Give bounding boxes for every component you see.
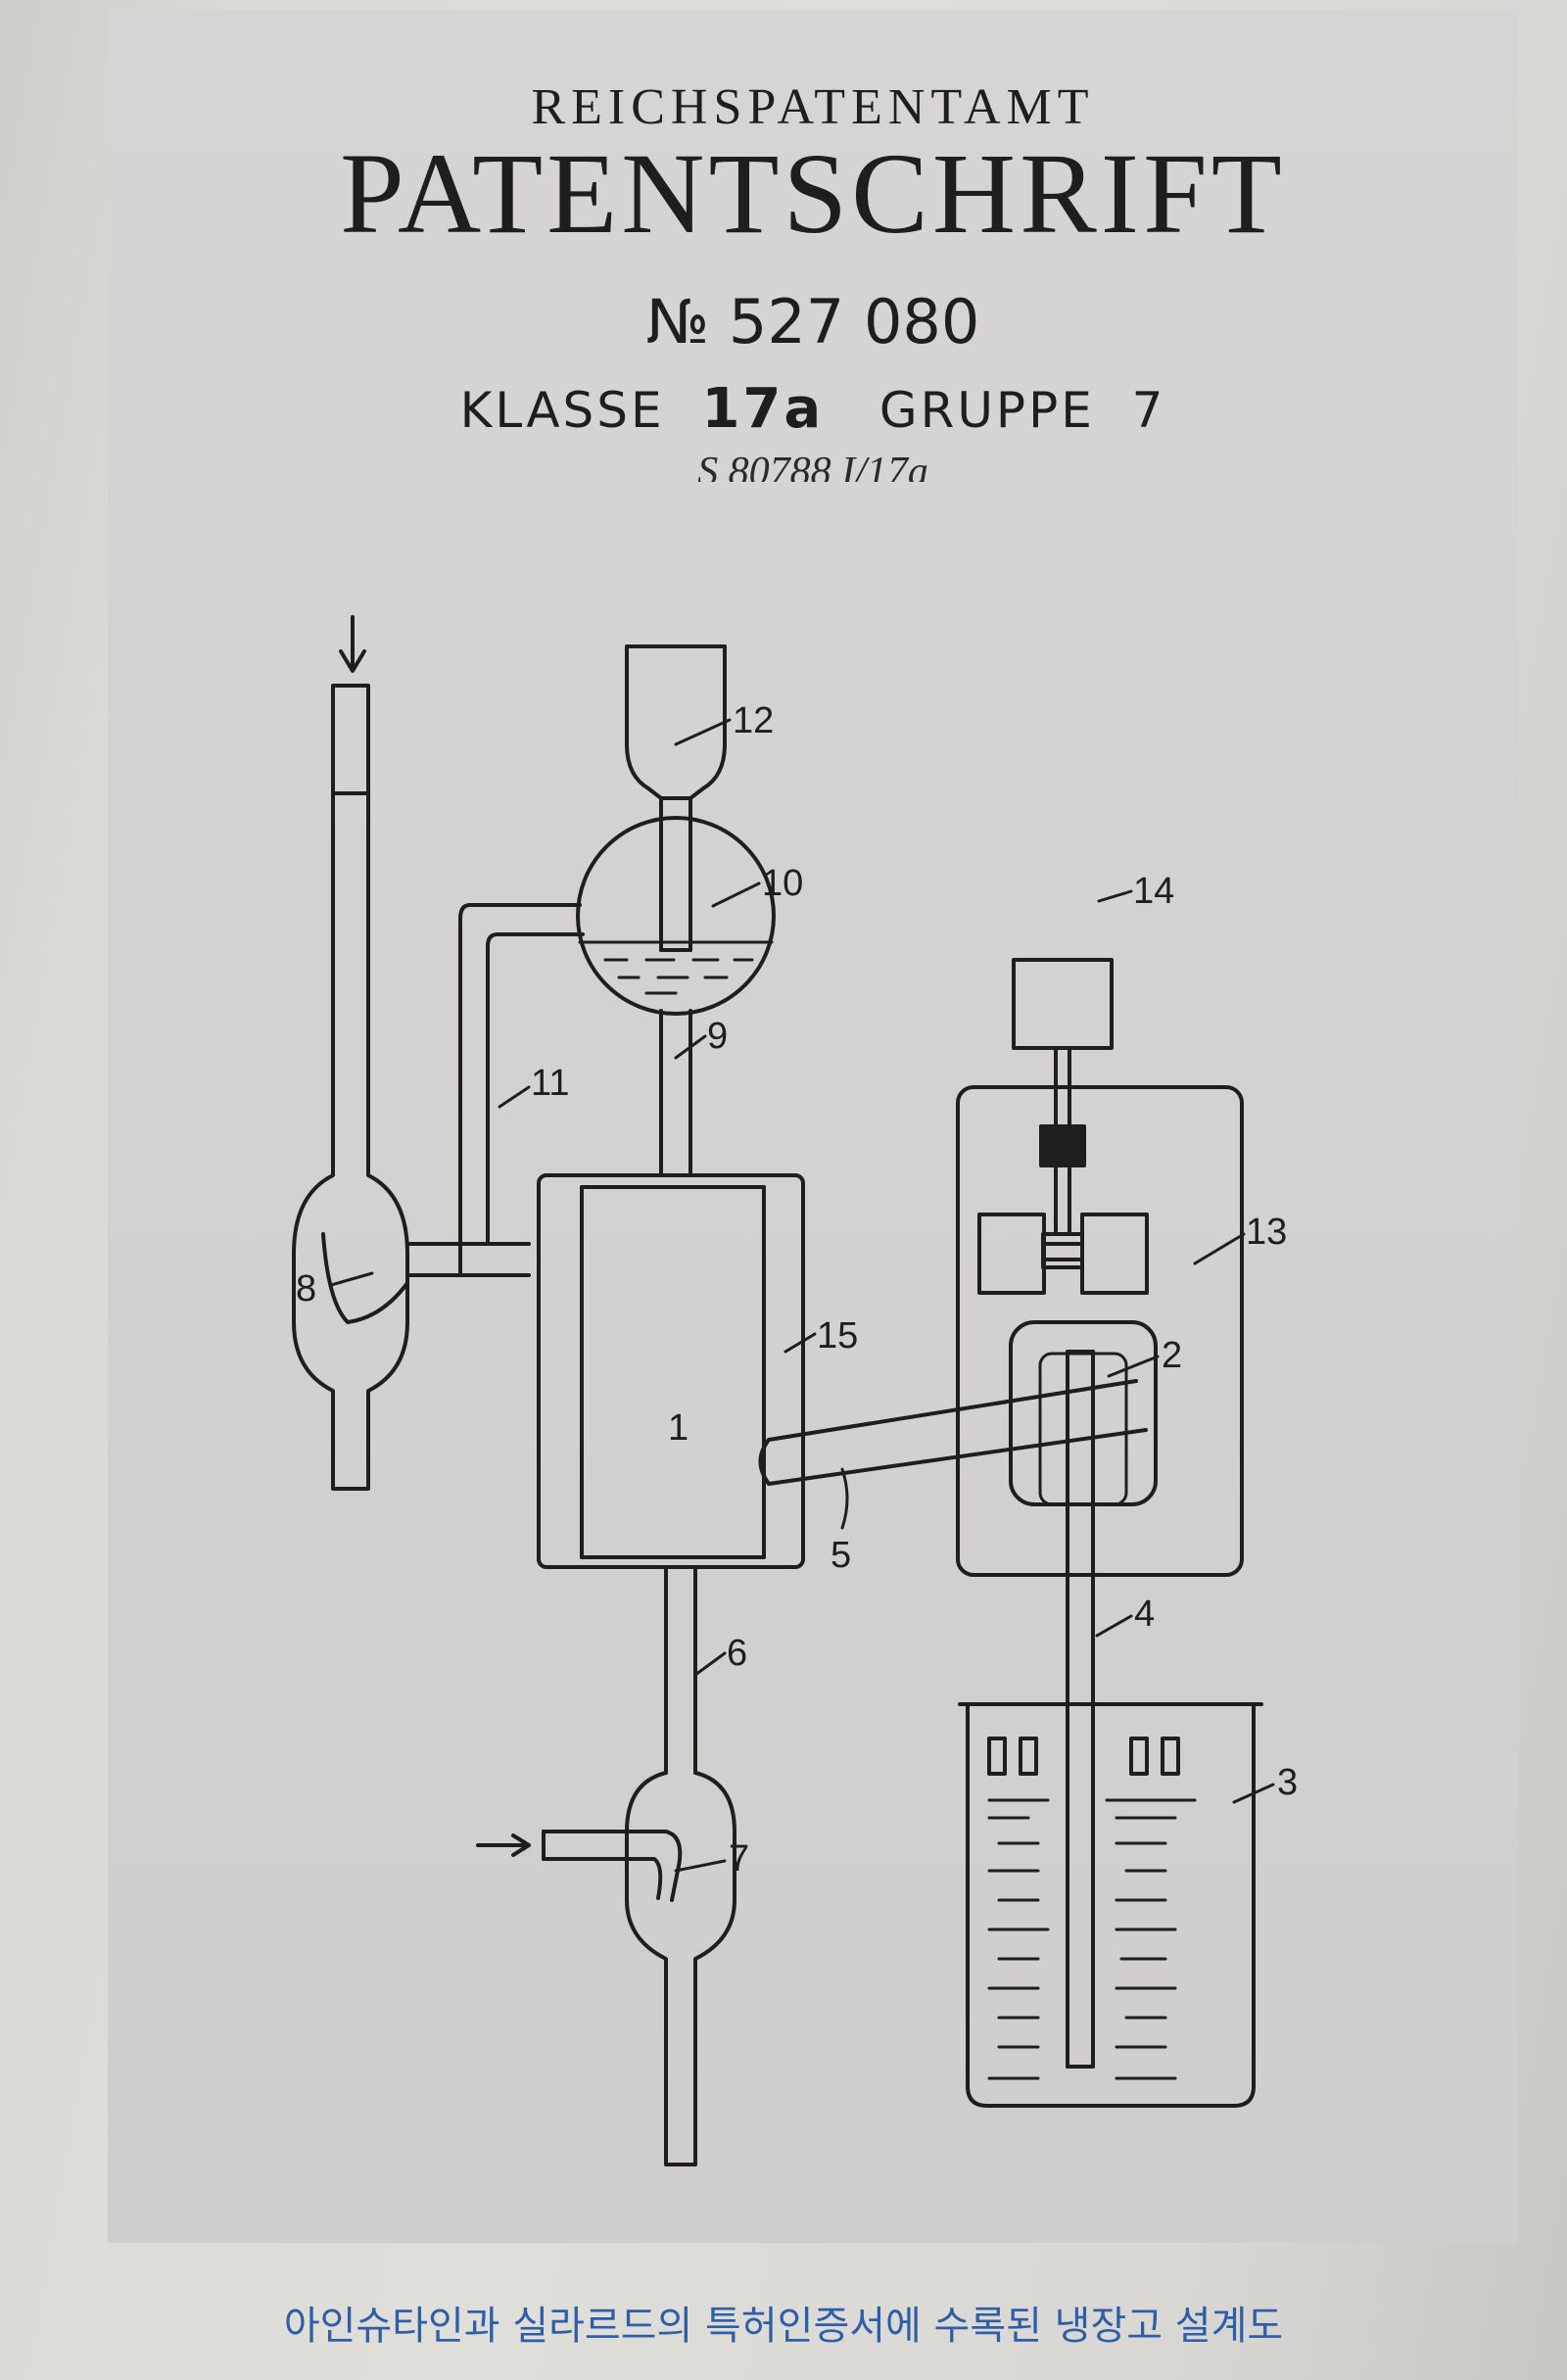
klasse-value: 17a	[701, 377, 825, 441]
bulb-10	[576, 816, 776, 1016]
label-4: 4	[1134, 1594, 1155, 1635]
vessel-1	[537, 1173, 805, 1569]
classification-line: KLASSE 17a GRUPPE 7	[108, 377, 1518, 441]
klasse-label: KLASSE	[459, 382, 665, 439]
label-11: 11	[531, 1063, 569, 1104]
vessel-8	[292, 615, 531, 1491]
tube-11	[458, 903, 585, 1277]
refrigerator-schematic: 12 10 11 9 8 15 1 14 13 2 5 4 3 6 7	[292, 615, 1298, 2166]
gruppe-value: 7	[1131, 382, 1166, 439]
housing-13	[956, 958, 1244, 1577]
patent-plate: REICHSPATENTAMT PATENTSCHRIFT № 527 080 …	[108, 10, 1518, 2243]
bath-3	[958, 1702, 1263, 2108]
label-3: 3	[1277, 1762, 1298, 1803]
label-1: 1	[668, 1407, 689, 1449]
label-8: 8	[296, 1268, 316, 1309]
label-15: 15	[817, 1315, 858, 1357]
tube-5	[758, 1379, 1148, 1486]
tube-9	[659, 1009, 692, 1177]
figure-caption: 아인슈타인과 실라르드의 특허인증서에 수록된 냉장고 설계도	[283, 2304, 1284, 2349]
drain-6-7	[476, 1565, 736, 2166]
label-6: 6	[727, 1633, 747, 1674]
leader-lines	[329, 718, 1275, 1873]
gruppe-label: GRUPPE	[878, 382, 1095, 439]
patent-office-title: REICHSPATENTAMT	[531, 79, 1095, 135]
label-2: 2	[1162, 1335, 1182, 1376]
funnel-12	[625, 644, 727, 952]
label-7: 7	[729, 1838, 749, 1880]
label-5: 5	[831, 1535, 851, 1576]
label-10: 10	[762, 863, 803, 904]
label-14: 14	[1133, 871, 1174, 912]
patent-number: № 527 080	[645, 286, 980, 357]
reference-code: S 80788 I/17a	[697, 450, 928, 482]
pipe-4	[1066, 1350, 1095, 2069]
label-13: 13	[1246, 1212, 1287, 1253]
label-9: 9	[707, 1016, 728, 1057]
document-type-title: PATENTSCHRIFT	[340, 129, 1286, 258]
label-12: 12	[733, 700, 774, 741]
